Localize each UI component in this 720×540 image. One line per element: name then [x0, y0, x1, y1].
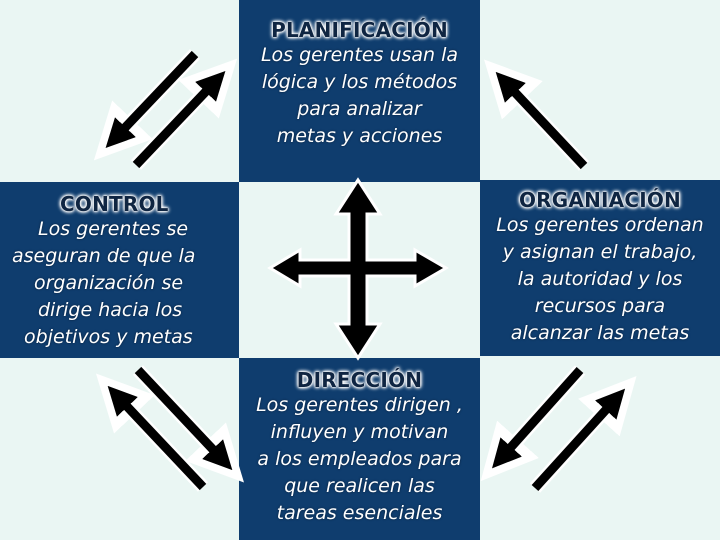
planificacion-line: para analizar: [297, 98, 422, 120]
planificacion-line: metas y acciones: [276, 125, 443, 147]
arrow-organizacion-to-direccion-icon: [480, 365, 586, 482]
control-line: dirige hacia los: [38, 299, 183, 321]
planificacion-box: PLANIFICACIÓN Los gerentes usan la lógic…: [239, 0, 480, 182]
direccion-description: Los gerentes dirigen , influyen y motiva…: [239, 392, 480, 527]
organizacion-line: alcanzar las metas: [510, 322, 690, 344]
planificacion-line: lógica y los métodos: [261, 71, 458, 93]
control-line: aseguran de que la: [12, 245, 196, 267]
center-cross-arrow-icon: [267, 177, 449, 361]
organizacion-line: recursos para: [534, 295, 666, 317]
organizacion-line: Los gerentes ordenan: [496, 214, 704, 236]
control-line: Los gerentes se: [38, 218, 189, 240]
arrow-organizacion-to-planificacion-icon: [484, 59, 590, 171]
organizacion-line: y asignan el trabajo,: [502, 241, 698, 263]
direccion-title: DIRECCIÓN: [296, 368, 423, 392]
control-title: CONTROL: [60, 192, 169, 216]
direccion-line: influyen y motivan: [270, 421, 449, 443]
arrow-control-to-direccion-icon: [132, 365, 245, 483]
control-line: objetivos y metas: [24, 326, 193, 348]
organizacion-description: Los gerentes ordenan y asignan el trabaj…: [480, 212, 720, 347]
control-description: Los gerentes se aseguran de que la organ…: [0, 216, 239, 351]
control-box: CONTROL Los gerentes se aseguran de que …: [0, 182, 239, 358]
planificacion-line: Los gerentes usan la: [260, 44, 459, 66]
arrow-planificacion-to-control-icon: [93, 49, 201, 161]
control-line: organización se: [34, 272, 184, 294]
arrow-direccion-to-control-icon: [95, 373, 209, 492]
direccion-box: DIRECCIÓN Los gerentes dirigen , influye…: [239, 358, 480, 540]
organizacion-title: ORGANIACIÓN: [518, 188, 681, 212]
direccion-line: tareas esenciales: [276, 502, 443, 524]
arrow-direccion-to-organizacion-icon: [529, 376, 637, 493]
organizacion-line: la autoridad y los: [517, 268, 683, 290]
direccion-line: a los empleados para: [257, 448, 462, 470]
direccion-line: Los gerentes dirigen ,: [256, 394, 463, 416]
organizacion-box: ORGANIACIÓN Los gerentes ordenan y asign…: [480, 180, 720, 356]
planificacion-title: PLANIFICACIÓN: [271, 18, 448, 42]
planificacion-description: Los gerentes usan la lógica y los método…: [239, 42, 480, 150]
direccion-line: que realicen las: [284, 475, 435, 497]
